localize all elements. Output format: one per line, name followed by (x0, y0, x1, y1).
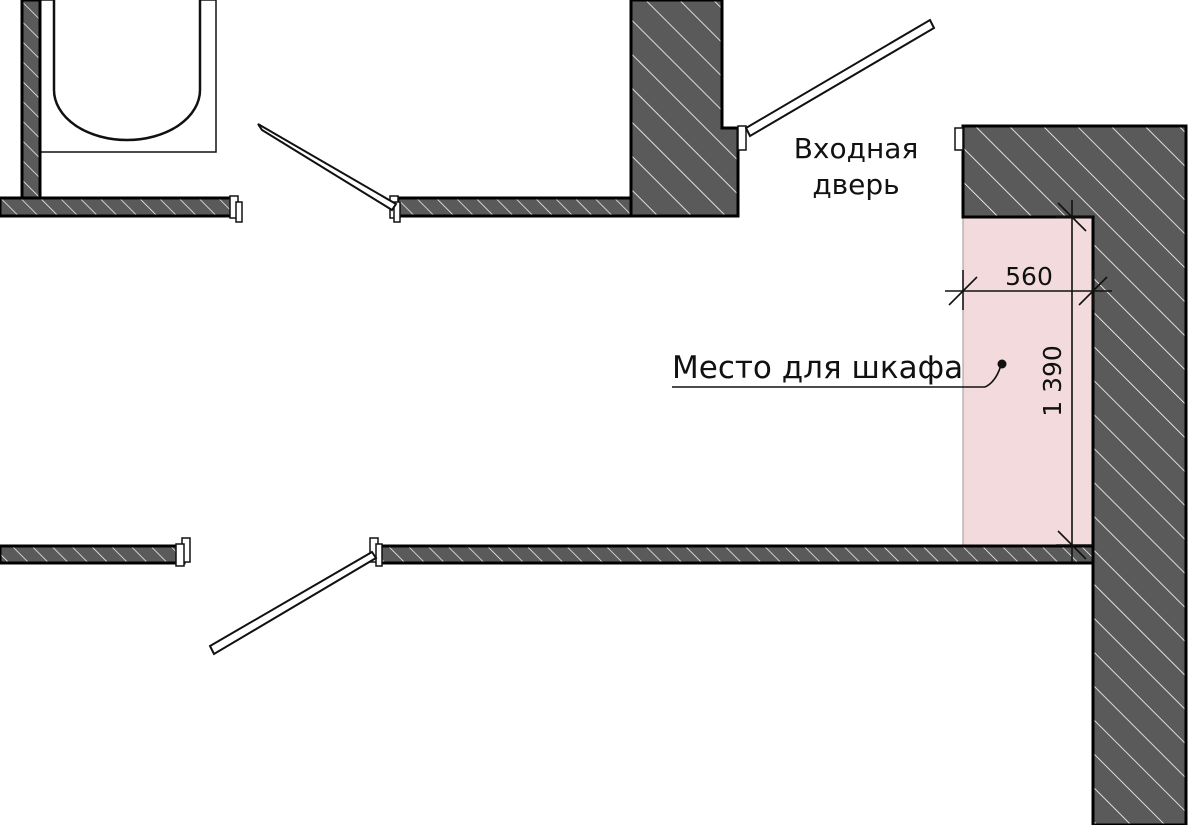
door-jambs (175, 125, 964, 567)
wall-right (961, 124, 1188, 825)
wardrobe-place-label: Место для шкафа (672, 350, 963, 386)
leader-dot (997, 359, 1007, 369)
door-leaf-entrance (744, 18, 936, 138)
door-leaves (208, 18, 936, 656)
door-leaf-bathroom (257, 123, 398, 212)
wall-bottom-long (376, 544, 1095, 565)
wall-bottom-left (0, 544, 186, 565)
wall-top-left-1 (0, 196, 234, 218)
entrance-door-label-line2: дверь (812, 168, 899, 201)
dimension-width-label: 560 (1005, 262, 1053, 291)
wall-top-left-2 (396, 196, 636, 218)
entrance-door-label-line1: Входная (794, 132, 919, 165)
wall-bathroom-left (20, 0, 42, 207)
dimension-height-label: 1 390 (1038, 345, 1067, 417)
bathtub (39, 0, 217, 153)
door-leaf-lower (208, 550, 378, 656)
dimension-lines (945, 200, 1112, 562)
wall-central-top (629, 0, 740, 218)
